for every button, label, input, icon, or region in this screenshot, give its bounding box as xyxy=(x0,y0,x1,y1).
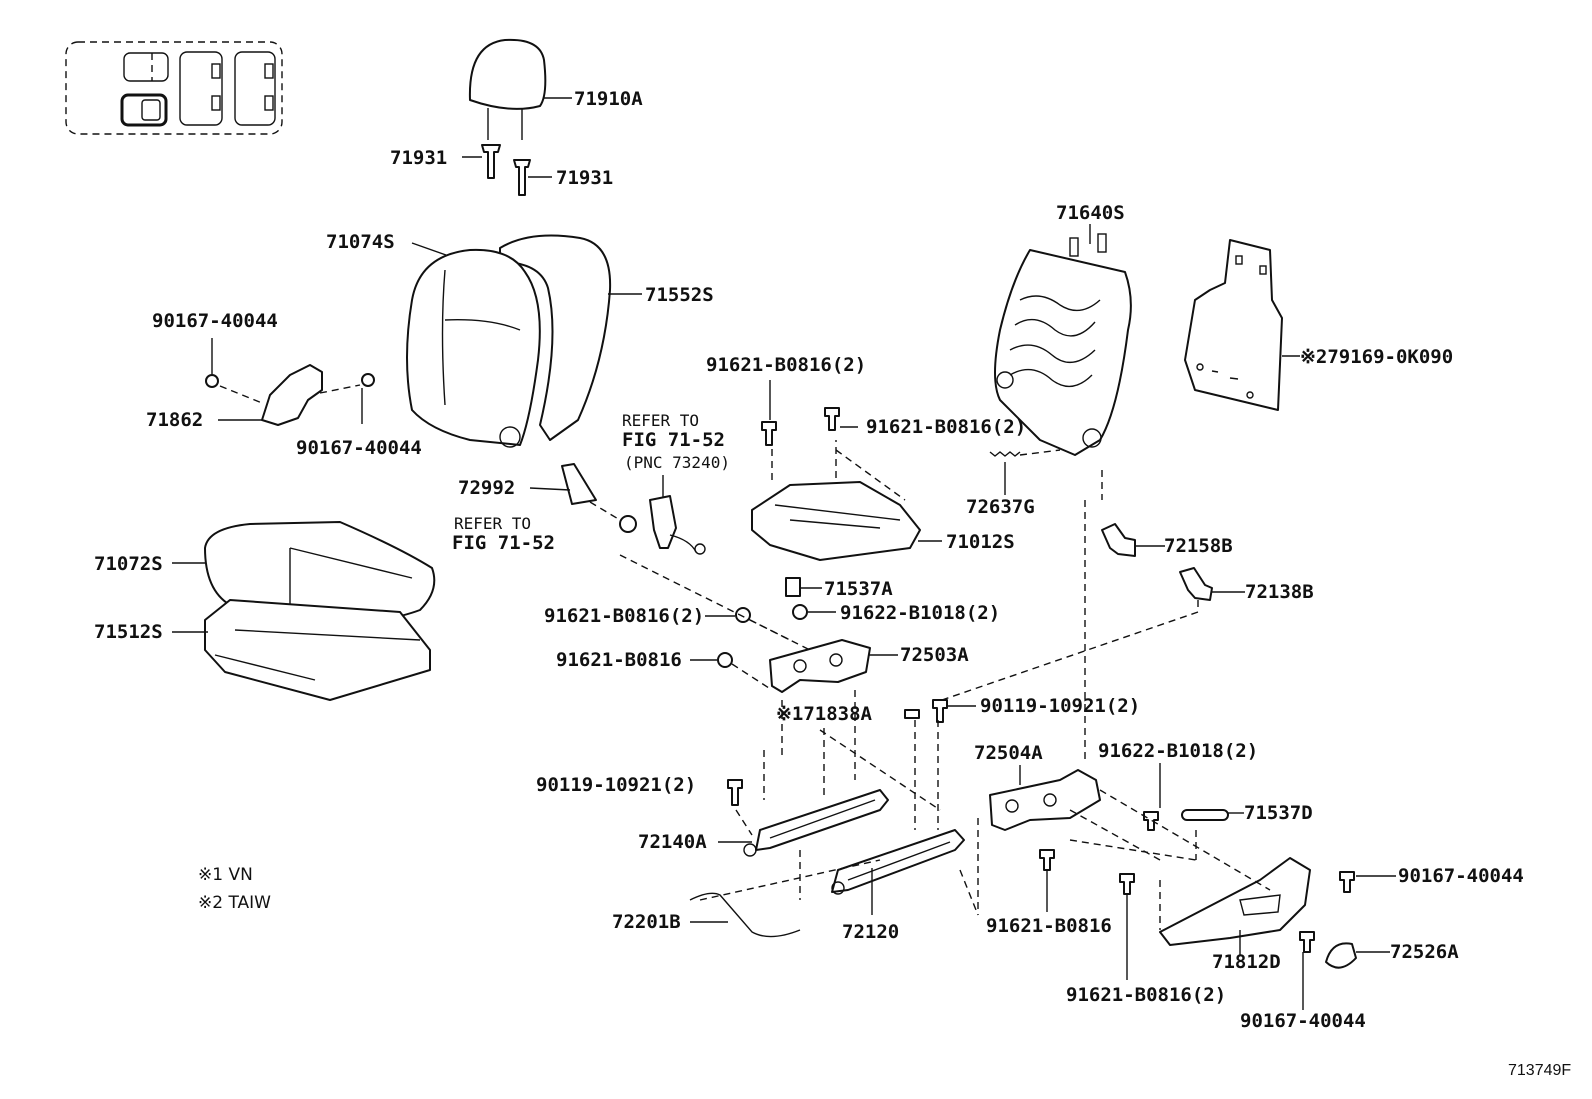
label-90167-40044-c: 90167-40044 xyxy=(1398,865,1524,887)
refer-to-1-line3: (PNC 73240) xyxy=(624,453,730,472)
cushion-frame-illustration xyxy=(751,440,942,561)
label-91621-B0816-d: 91621-B0816 xyxy=(556,649,682,671)
label-90119-10921-b: 90119-10921(2) xyxy=(536,774,696,796)
headrest-guide-illustration xyxy=(462,144,552,196)
label-72504A: 72504A xyxy=(974,742,1043,764)
label-71552S: 71552S xyxy=(645,284,714,306)
label-90119-10921-a: 90119-10921(2) xyxy=(980,695,1140,717)
label-71931-right: 71931 xyxy=(556,167,613,189)
seat-cushion-pad-illustration xyxy=(204,599,431,701)
label-91621-B0816-b: 91621-B0816(2) xyxy=(866,416,1026,438)
clip-72992-illustration xyxy=(529,463,637,533)
headrest-illustration xyxy=(468,38,572,140)
refer-to-2-line1: REFER TO xyxy=(454,514,531,533)
label-71074S: 71074S xyxy=(326,231,395,253)
label-72992: 72992 xyxy=(458,477,515,499)
label-71537A: 71537A xyxy=(824,578,893,600)
label-91621-B0816-f: 91621-B0816(2) xyxy=(1066,984,1226,1006)
label-91621-B0816-e: 91621-B0816 xyxy=(986,915,1112,937)
label-90167-40044-a: 90167-40044 xyxy=(152,310,278,332)
label-71072S: 71072S xyxy=(94,553,163,575)
cover-72158B-illustration xyxy=(1101,523,1165,557)
refer-to-1-line1: REFER TO xyxy=(622,411,699,430)
seat-track-72120-illustration xyxy=(831,829,965,915)
reference-notes: REFER TO FIG 71-52 (PNC 73240) REFER TO … xyxy=(452,411,730,554)
wire-72201B-illustration xyxy=(689,892,801,938)
footnote-2: ※2 TAIW xyxy=(198,893,271,913)
label-71537D: 71537D xyxy=(1244,802,1313,824)
seatback-frame-illustration xyxy=(994,224,1132,456)
refer-to-2-line2: FIG 71-52 xyxy=(452,532,555,554)
knob-72526A-illustration xyxy=(1325,942,1390,969)
label-91622-B1018-b: 91622-B1018(2) xyxy=(1098,740,1258,762)
pad-71537A-illustration xyxy=(785,577,822,597)
label-90167-40044-b: 90167-40044 xyxy=(296,437,422,459)
lower-screws xyxy=(1039,849,1135,980)
label-91621-B0816-a: 91621-B0816(2) xyxy=(706,354,866,376)
label-72120: 72120 xyxy=(842,921,899,943)
seatback-board-illustration xyxy=(1184,239,1300,411)
label-91622-B1018-a: 91622-B1018(2) xyxy=(840,602,1000,624)
label-72201B: 72201B xyxy=(612,911,681,933)
label-72158B: 72158B xyxy=(1164,535,1233,557)
side-shield-71812D-illustration xyxy=(1159,857,1396,1010)
label-72637G: 72637G xyxy=(966,496,1035,518)
figure-code: 713749F xyxy=(1508,1062,1571,1079)
label-72503A: 72503A xyxy=(900,644,969,666)
spring-72637G-illustration xyxy=(989,449,1061,495)
label-72526A: 72526A xyxy=(1390,941,1459,963)
label-71512S: 71512S xyxy=(94,621,163,643)
seatback-cover-illustration xyxy=(406,234,642,448)
label-71931-left: 71931 xyxy=(390,147,447,169)
label-91621-B0816-c: 91621-B0816(2) xyxy=(544,605,704,627)
label-279169-0K090: ※279169-0K090 xyxy=(1300,346,1453,368)
label-71012S: 71012S xyxy=(946,531,1015,553)
label-90167-40044-d: 90167-40044 xyxy=(1240,1010,1366,1032)
assembly-guide-lines xyxy=(699,470,1271,930)
seat-track-72140A-illustration xyxy=(718,779,889,857)
label-171838A: ※171838A xyxy=(776,703,873,725)
label-71910A: 71910A xyxy=(574,88,643,110)
label-171838A-illustration xyxy=(904,699,976,723)
label-71640S: 71640S xyxy=(1056,202,1125,224)
label-72138B: 72138B xyxy=(1245,581,1314,603)
footnote-1: ※1 VN xyxy=(198,865,253,885)
recliner-72504A-illustration xyxy=(989,765,1101,831)
seatbelt-buckle-illustration xyxy=(649,475,706,555)
cushion-screws xyxy=(761,380,858,446)
seat-locator-inset xyxy=(65,41,283,135)
cover-72138B-illustration xyxy=(1179,567,1245,601)
knob-71537D-illustration xyxy=(1143,763,1244,831)
part-labels: 71910A 71931 71931 71074S 71552S 71640S … xyxy=(94,88,1524,1032)
bracket-71862-illustration xyxy=(205,338,375,426)
label-71812D: 71812D xyxy=(1212,951,1281,973)
refer-to-1-line2: FIG 71-52 xyxy=(622,429,725,451)
label-72140A: 72140A xyxy=(638,831,707,853)
footnotes: ※1 VN ※2 TAIW xyxy=(198,865,271,913)
label-71862: 71862 xyxy=(146,409,203,431)
